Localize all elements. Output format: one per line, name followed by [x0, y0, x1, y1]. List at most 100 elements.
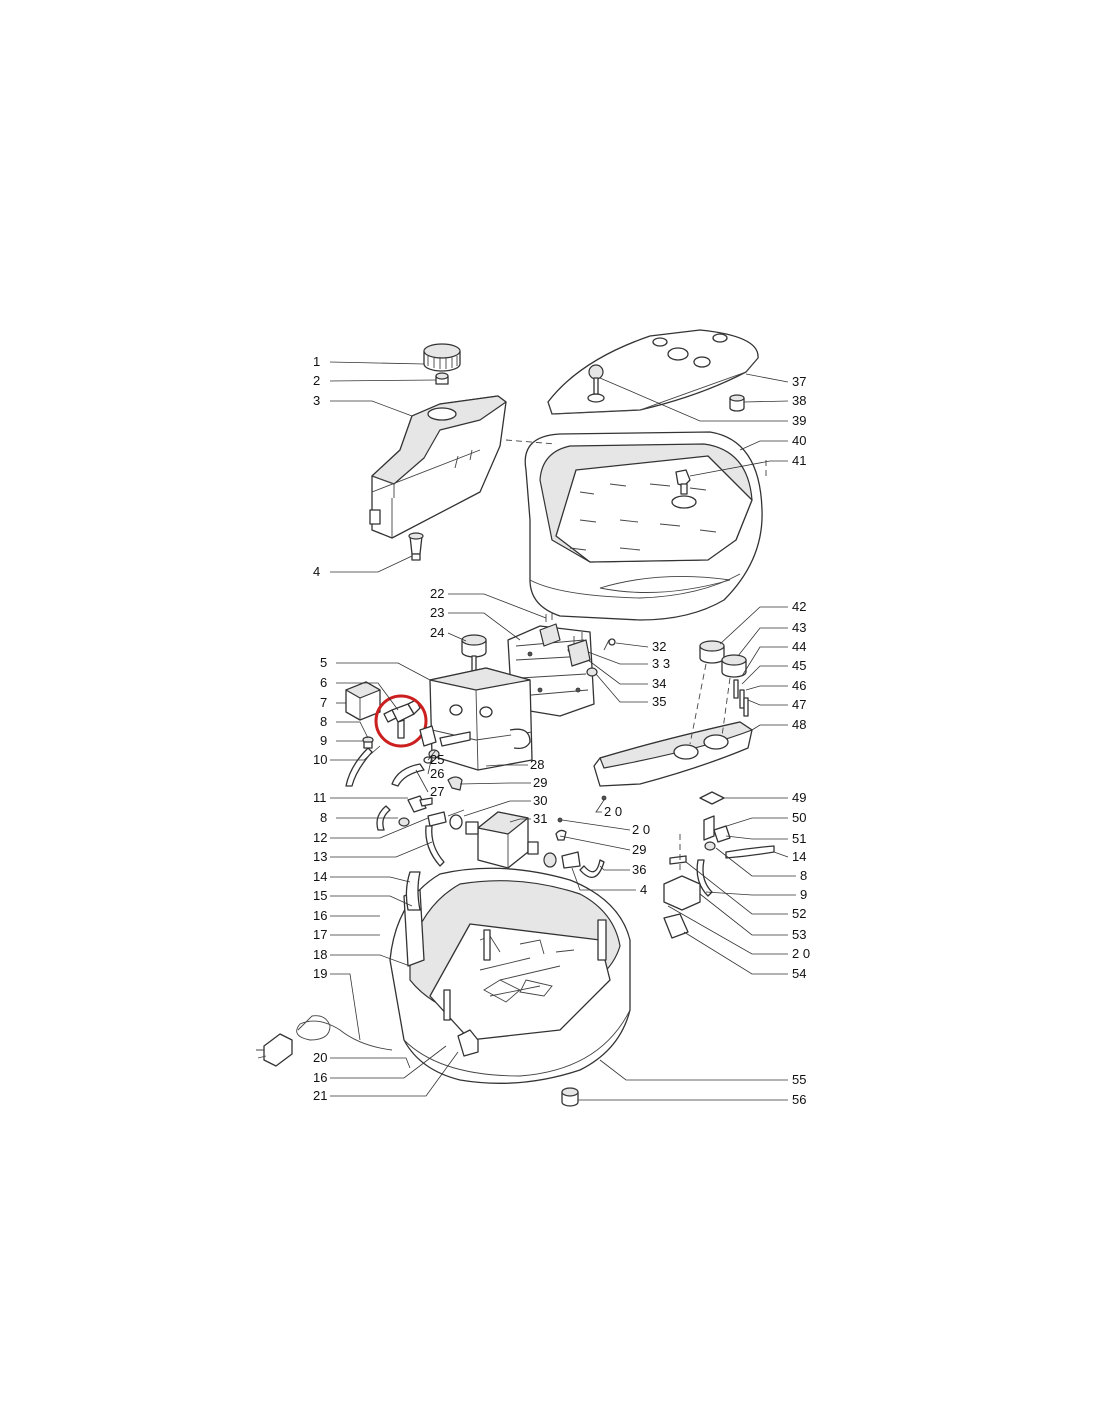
part-cover-knob: [588, 364, 604, 395]
callout-label-c31: 31: [533, 811, 547, 826]
part-drawings: [256, 329, 775, 1107]
callout-leader-c51: [725, 835, 788, 840]
callout-label-c5: 5: [320, 655, 327, 670]
callout-label-c48: 48: [792, 717, 806, 732]
part-t-fitting: [383, 699, 421, 739]
callout-label-c42: 42: [792, 599, 806, 614]
callout-leader-c53: [699, 893, 788, 936]
part-rubber-foot-cap: [729, 394, 745, 412]
part-top-housing: [524, 431, 763, 621]
callout-leader-c6: [336, 682, 399, 711]
callout-label-c29b: 29: [632, 842, 646, 857]
callout-label-c16b: 16: [313, 1070, 327, 1085]
callout-leader-c52: [685, 861, 788, 915]
callout-leader-c47: [747, 699, 788, 706]
callout-label-c39: 39: [792, 413, 806, 428]
callout-leader-c40: [739, 440, 788, 451]
callout-label-c19: 19: [313, 966, 327, 981]
callout-label-c14b: 14: [792, 849, 806, 864]
callout-leader-c24: [447, 632, 467, 642]
callout-leader-c4b: [571, 867, 636, 891]
callout-leader-c18: [330, 954, 411, 967]
callout-leader-c15: [330, 895, 413, 907]
part-micro-switch: [539, 612, 561, 647]
callout-leader-c8a: [336, 721, 369, 739]
part-screw-mid: [601, 795, 607, 801]
part-tank-valve: [435, 372, 449, 385]
callout-leader-c50: [713, 817, 788, 831]
part-tank-outlet-valve: [408, 532, 424, 561]
part-base-foot: [561, 1087, 579, 1107]
callout-label-c22: 22: [430, 586, 444, 601]
part-steam-assembly: [663, 791, 775, 939]
callout-label-c46: 46: [792, 678, 806, 693]
callout-label-c9a: 9: [320, 733, 327, 748]
callout-label-c40: 40: [792, 433, 806, 448]
callout-leader-c45: [741, 665, 788, 685]
callout-leader-c20b: [595, 799, 605, 813]
callout-label-c32: 32: [652, 639, 666, 654]
callout-leader-c33: [587, 651, 648, 665]
callout-label-c34: 34: [652, 676, 666, 691]
callout-leader-c36: [599, 865, 630, 871]
callout-label-c30: 30: [533, 793, 547, 808]
callout-leader-c55: [599, 1059, 788, 1081]
callout-label-c20a: 20: [313, 1050, 327, 1065]
callout-leader-c9b: [705, 891, 796, 896]
callout-leader-c20d: [667, 905, 788, 955]
callout-leader-c19: [330, 973, 361, 1041]
part-selector-switch: [567, 632, 591, 667]
callout-leader-c22: [448, 593, 547, 619]
callout-leader-c20c: [561, 819, 631, 831]
callout-label-c49: 49: [792, 790, 806, 805]
callout-label-c41: 41: [792, 453, 806, 468]
callout-label-c44: 44: [792, 639, 806, 654]
callout-leader-c23: [448, 612, 521, 641]
callout-leader-c39: [599, 377, 788, 422]
callout-label-c43: 43: [792, 620, 806, 635]
callout-labels: 1234567891011812131415161718192016212223…: [313, 354, 810, 1107]
part-water-tank: [369, 395, 507, 539]
callout-label-c56: 56: [792, 1092, 806, 1107]
callout-label-c27: 27: [430, 784, 444, 799]
part-panel-indicators: [733, 679, 749, 717]
part-hose-left: [345, 736, 374, 787]
part-pump-clip: [447, 776, 465, 830]
callout-label-c9b: 9: [800, 887, 807, 902]
callout-leader-c30: [463, 800, 531, 817]
callout-label-c26: 26: [430, 766, 444, 781]
callout-leader-c25: [427, 749, 437, 761]
callout-leader-c35: [595, 673, 648, 703]
callout-label-c28: 28: [530, 757, 544, 772]
callout-label-c33: 3 3: [652, 656, 670, 671]
callout-label-c35: 35: [652, 694, 666, 709]
part-pump-fittings: [376, 795, 447, 867]
callout-label-c25: 25: [430, 752, 444, 767]
callout-leaders: [329, 361, 796, 1101]
callout-leader-c1: [329, 361, 425, 365]
callout-label-c4b: 4: [640, 882, 647, 897]
part-pump-outlet: [543, 829, 605, 878]
callout-leader-c26: [427, 755, 433, 775]
callout-leader-c12: [330, 817, 429, 839]
part-boiler-fittings: [391, 725, 471, 787]
callout-label-c20d: 2 0: [792, 946, 810, 961]
callout-label-c6: 6: [320, 675, 327, 690]
callout-leader-c37: [745, 373, 789, 383]
callout-label-c50: 50: [792, 810, 806, 825]
part-boiler-cap: [461, 634, 487, 677]
callout-leader-c43: [737, 627, 788, 657]
callout-leader-c42: [719, 606, 788, 645]
callout-label-c37: 37: [792, 374, 806, 389]
callout-leader-c14a: [330, 876, 411, 883]
callout-label-c2: 2: [313, 373, 320, 388]
part-housing-valve: [675, 469, 691, 495]
callout-label-c29a: 29: [533, 775, 547, 790]
callout-leader-c34: [587, 659, 648, 685]
callout-leader-c21: [330, 1051, 459, 1097]
callout-label-c14a: 14: [313, 869, 327, 884]
callout-label-c10: 10: [313, 752, 327, 767]
callout-label-c51: 51: [792, 831, 806, 846]
callout-leader-c28: [485, 764, 528, 767]
